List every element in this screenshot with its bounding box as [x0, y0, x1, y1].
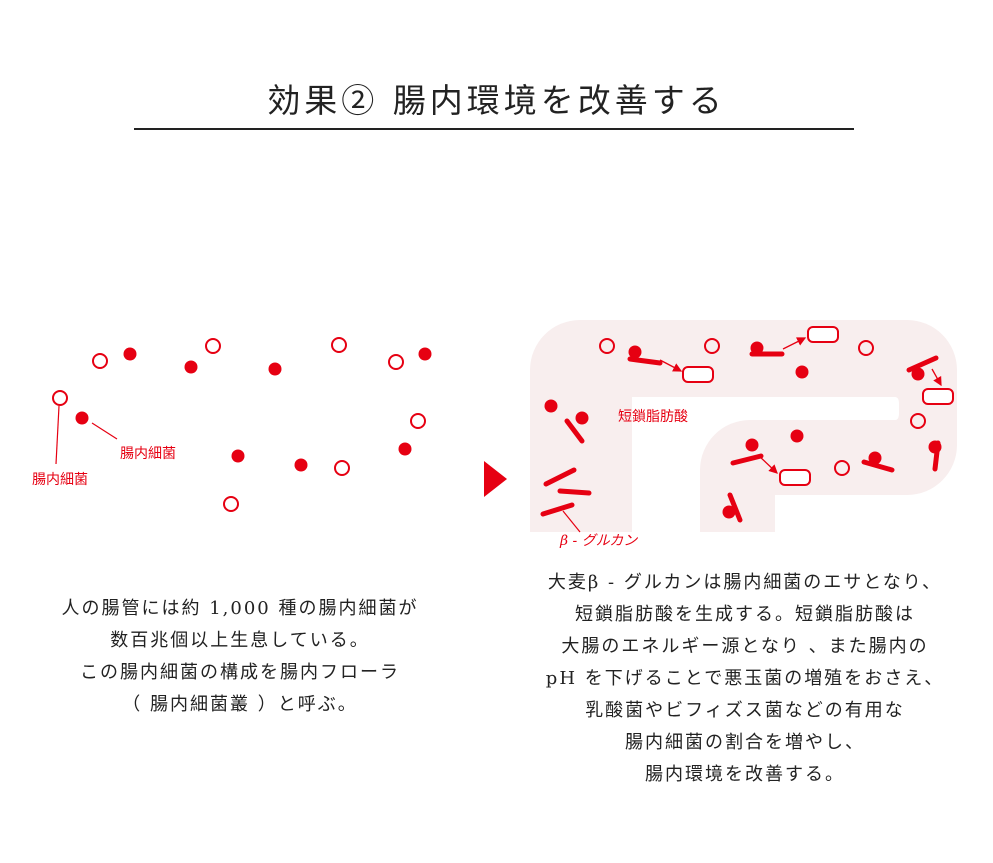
bacterium-hollow [334, 460, 350, 476]
beta-glucan-rod [557, 488, 592, 496]
scfa-capsule [807, 326, 839, 343]
arrow-icon [659, 359, 683, 372]
description-line: 大腸のエネルギー源となり 、また腸内の [561, 636, 929, 657]
bacterium-hollow [599, 338, 615, 354]
bacteria-label: 腸内細菌 [32, 472, 88, 488]
bacterium-filled [184, 360, 198, 374]
scfa-capsule [922, 388, 954, 405]
title-underline [134, 128, 854, 130]
bacterium-hollow [858, 340, 874, 356]
bacterium-hollow [910, 413, 926, 429]
label-leader-line [91, 422, 118, 440]
description-line: 数百兆個以上生息している。 [110, 630, 370, 651]
description-line: 腸内細菌の割合を増やし、 [625, 732, 865, 753]
bacterium-hollow [52, 390, 68, 406]
description-line: 乳酸菌やビフィズス菌などの有用な [585, 700, 905, 721]
bacterium-hollow [223, 496, 239, 512]
triangle-right-icon [484, 461, 507, 497]
beta-glucan-rod [543, 467, 577, 487]
description-line: 人の腸管には約 1,000 種の腸内細菌が [61, 598, 419, 619]
bacterium-feeding [722, 492, 743, 523]
bacterium-filled [231, 449, 245, 463]
bacterium-hollow [704, 338, 720, 354]
bacterium-feeding [861, 451, 895, 473]
arrow-icon [931, 368, 942, 387]
bacterium-feeding [906, 355, 939, 381]
bacterium-filled [418, 347, 432, 361]
right-bacteria-group: 短鎖脂肪酸 β - グルカン [540, 326, 954, 549]
bacterium-filled [123, 347, 137, 361]
bacterium-filled [544, 399, 558, 413]
bacterium-filled [790, 429, 804, 443]
bacterium-filled [795, 365, 809, 379]
bacterium-feeding [730, 438, 764, 466]
bacterium-hollow [331, 337, 347, 353]
bacterium-feeding [627, 345, 663, 366]
label-leader-line [55, 405, 60, 465]
bacterium-filled [75, 411, 89, 425]
bacterium-hollow [834, 460, 850, 476]
bacterium-hollow [388, 354, 404, 370]
beta-glucan-label: β - グルカン [559, 533, 638, 549]
intestine-area [530, 320, 957, 532]
bacterium-filled [294, 458, 308, 472]
scfa-capsule [682, 366, 714, 383]
bacterium-hollow [410, 413, 426, 429]
label-leader-line [562, 510, 581, 533]
left-bacteria-group: 腸内細菌 腸内細菌 [32, 337, 432, 512]
description-line: 短鎖脂肪酸を生成する。短鎖脂肪酸は [575, 604, 915, 625]
bacterium-feeding [928, 440, 942, 472]
left-description: 人の腸管には約 1,000 種の腸内細菌が 数百兆個以上生息している。 この腸内… [20, 593, 460, 721]
arrow-icon [757, 454, 778, 474]
bacterium-hollow [205, 338, 221, 354]
bacterium-feeding [564, 411, 589, 444]
description-line: この腸内細菌の構成を腸内フローラ [80, 662, 400, 683]
right-description: 大麦β - グルカンは腸内細菌のエサとなり、 短鎖脂肪酸を生成する。短鎖脂肪酸は… [515, 567, 975, 791]
page-title: 効果② 腸内環境を改善する [267, 81, 726, 120]
beta-glucan-rod [540, 502, 575, 517]
scfa-label: 短鎖脂肪酸 [618, 409, 688, 425]
bacterium-filled [398, 442, 412, 456]
bacterium-filled [268, 362, 282, 376]
description-line: 大麦β - グルカンは腸内細菌のエサとなり、 [547, 572, 943, 593]
description-line: （ 腸内細菌叢 ）と呼ぶ。 [122, 694, 358, 715]
arrow-icon [782, 337, 807, 350]
bacterium-feeding [749, 341, 785, 357]
bacteria-label: 腸内細菌 [120, 446, 176, 462]
scfa-capsule [779, 469, 811, 486]
description-line: pH を下げることで悪玉菌の増殖をおさえ、 [545, 668, 945, 689]
bacterium-hollow [92, 353, 108, 369]
description-line: 腸内環境を改善する。 [645, 764, 845, 785]
